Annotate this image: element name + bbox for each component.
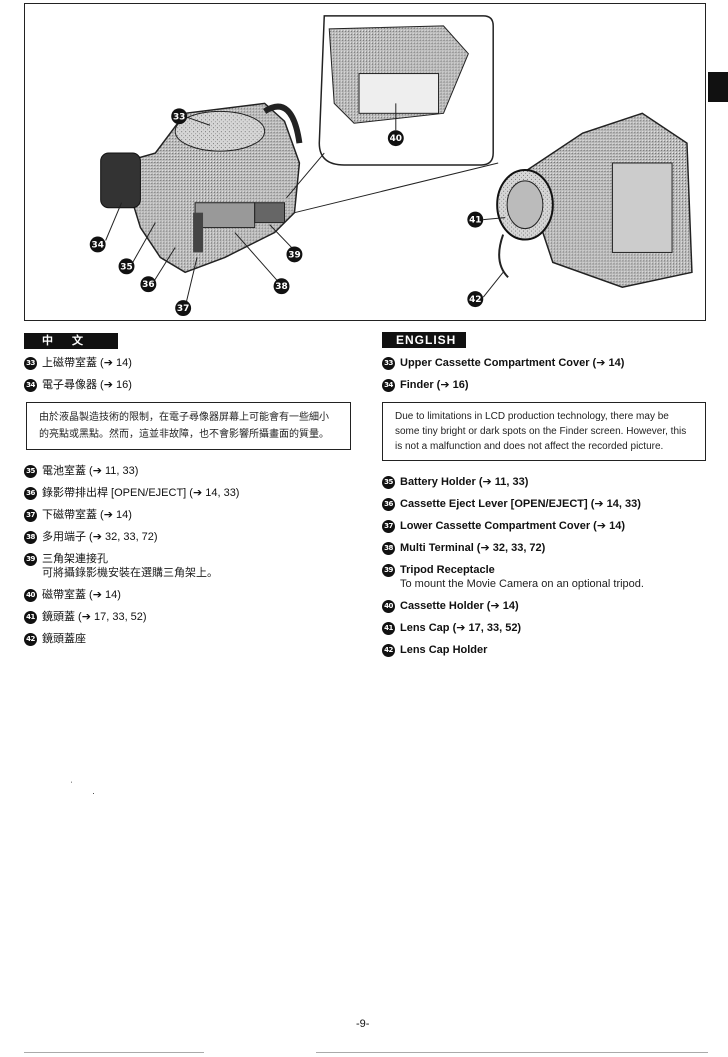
chinese-part-item: 33 上磁帶室蓋 (➔ 14) xyxy=(24,352,354,374)
callout-42: 42 xyxy=(467,291,484,308)
english-part-item: 39 Tripod Receptacle xyxy=(382,559,712,581)
svg-text:42: 42 xyxy=(469,295,481,305)
page-number: -9- xyxy=(356,1018,370,1030)
part-label: 三角架連接孔 xyxy=(42,553,108,565)
camera-illustration: 33 34 35 36 37 38 39 40 41 42 xyxy=(24,3,706,321)
callout-number-badge: 33 xyxy=(24,357,37,370)
part-label: 錄影帶排出桿 [OPEN/EJECT] (➔ 14, 33) xyxy=(42,487,240,499)
part-label: 上磁帶室蓋 (➔ 14) xyxy=(42,357,132,369)
chinese-part-item: 37 下磁帶室蓋 (➔ 14) xyxy=(24,504,354,526)
chinese-part-item: 36 錄影帶排出桿 [OPEN/EJECT] (➔ 14, 33) xyxy=(24,482,354,504)
english-part-item: 42 Lens Cap Holder xyxy=(382,639,712,661)
callout-number-badge: 39 xyxy=(382,564,395,577)
callout-number-badge: 38 xyxy=(24,531,37,544)
callout-39: 39 xyxy=(286,246,303,263)
callout-number-badge: 36 xyxy=(24,487,37,500)
english-part-item: 41 Lens Cap (➔ 17, 33, 52) xyxy=(382,617,712,639)
part-label: Lens Cap Holder xyxy=(400,644,488,656)
cassette-inset-drawing xyxy=(286,15,499,214)
section-tab xyxy=(708,72,728,102)
camcorder-front-drawing xyxy=(496,112,693,288)
chinese-column: 中 文 33 上磁帶室蓋 (➔ 14) 34 電子尋像器 (➔ 16) 由於液晶製造技… xyxy=(24,330,354,650)
stray-mark: · xyxy=(92,788,95,798)
callout-number-badge: 36 xyxy=(382,498,395,511)
callout-number-badge: 35 xyxy=(24,465,37,478)
callout-40: 40 xyxy=(387,130,404,147)
callout-number-badge: 42 xyxy=(382,644,395,657)
chinese-part-item: 42 鏡頭蓋座 xyxy=(24,628,354,650)
svg-text:36: 36 xyxy=(142,280,154,290)
callout-number-badge: 41 xyxy=(24,611,37,624)
part-label: Lens Cap (➔ 17, 33, 52) xyxy=(400,622,522,634)
callout-number-badge: 34 xyxy=(24,379,37,392)
callout-number-badge: 35 xyxy=(382,476,395,489)
english-part-item: 38 Multi Terminal (➔ 32, 33, 72) xyxy=(382,537,712,559)
callout-35: 35 xyxy=(118,258,135,275)
footer-rule-right xyxy=(316,1052,708,1053)
callout-number-badge: 38 xyxy=(382,542,395,555)
svg-text:39: 39 xyxy=(288,250,300,260)
svg-text:38: 38 xyxy=(275,282,287,292)
callout-38: 38 xyxy=(273,278,290,295)
callout-34: 34 xyxy=(89,236,106,253)
part-label: Upper Cassette Compartment Cover (➔ 14) xyxy=(400,357,625,369)
part-label: Cassette Eject Lever [OPEN/EJECT] (➔ 14,… xyxy=(400,498,641,510)
callout-number-badge: 42 xyxy=(24,633,37,646)
english-note: Due to limitations in LCD production tec… xyxy=(382,402,706,461)
part-label: Tripod Receptacle xyxy=(400,564,495,576)
chinese-part-item: 34 電子尋像器 (➔ 16) xyxy=(24,374,354,396)
callout-number-badge: 40 xyxy=(382,600,395,613)
english-part-item: 36 Cassette Eject Lever [OPEN/EJECT] (➔ 1… xyxy=(382,493,712,515)
english-part-item: 37 Lower Cassette Compartment Cover (➔ 14… xyxy=(382,515,712,537)
chinese-part-item: 41 鏡頭蓋 (➔ 17, 33, 52) xyxy=(24,606,354,628)
english-column: ENGLISH 33 Upper Cassette Compartment Cov… xyxy=(382,330,712,661)
svg-text:35: 35 xyxy=(120,262,132,272)
svg-text:33: 33 xyxy=(173,112,185,122)
chinese-part-item: 35 電池室蓋 (➔ 11, 33) xyxy=(24,460,354,482)
part-label: 鏡頭蓋 (➔ 17, 33, 52) xyxy=(42,611,147,623)
callout-41: 41 xyxy=(467,211,484,228)
part-label: 多用端子 (➔ 32, 33, 72) xyxy=(42,531,158,543)
callout-36: 36 xyxy=(140,276,157,293)
svg-text:37: 37 xyxy=(177,304,189,314)
part-label: Finder (➔ 16) xyxy=(400,379,469,391)
callout-number-badge: 34 xyxy=(382,379,395,392)
camcorder-main-drawing xyxy=(100,102,303,274)
part-label: Battery Holder (➔ 11, 33) xyxy=(400,476,529,488)
callout-number-badge: 33 xyxy=(382,357,395,370)
part-label: 鏡頭蓋座 xyxy=(42,633,86,645)
part-label: Lower Cassette Compartment Cover (➔ 14) xyxy=(400,520,625,532)
part-description: 可將攝錄影機安裝在選購三角架上。 xyxy=(42,567,218,579)
stray-mark: ˈ xyxy=(70,780,73,790)
part-label: Cassette Holder (➔ 14) xyxy=(400,600,519,612)
svg-text:34: 34 xyxy=(91,240,103,250)
part-label: 磁帶室蓋 (➔ 14) xyxy=(42,589,121,601)
callout-37: 37 xyxy=(175,300,192,317)
chinese-part-item: 40 磁帶室蓋 (➔ 14) xyxy=(24,584,354,606)
chinese-note: 由於液晶製造技術的限制，在電子尋像器屏幕上可能會有一些細小的亮點或黑點。然而，這… xyxy=(26,402,351,450)
callout-number-badge: 40 xyxy=(24,589,37,602)
callout-33: 33 xyxy=(171,108,188,125)
chinese-heading: 中 文 xyxy=(24,333,118,349)
callout-number-badge: 41 xyxy=(382,622,395,635)
part-label: 電池室蓋 (➔ 11, 33) xyxy=(42,465,139,477)
chinese-part-item: 39 三角架連接孔 xyxy=(24,548,354,570)
callout-number-badge: 39 xyxy=(24,553,37,566)
part-description: To mount the Movie Camera on an optional… xyxy=(400,578,644,590)
part-label: Multi Terminal (➔ 32, 33, 72) xyxy=(400,542,546,554)
part-label: 下磁帶室蓋 (➔ 14) xyxy=(42,509,132,521)
svg-text:41: 41 xyxy=(469,216,481,226)
english-part-item: 35 Battery Holder (➔ 11, 33) xyxy=(382,471,712,493)
chinese-part-item: 38 多用端子 (➔ 32, 33, 72) xyxy=(24,526,354,548)
svg-text:40: 40 xyxy=(390,134,402,144)
english-part-item: 40 Cassette Holder (➔ 14) xyxy=(382,595,712,617)
english-heading: ENGLISH xyxy=(382,332,467,348)
part-label: 電子尋像器 (➔ 16) xyxy=(42,379,132,391)
callout-number-badge: 37 xyxy=(382,520,395,533)
english-part-item: 34 Finder (➔ 16) xyxy=(382,374,712,396)
callout-number-badge: 37 xyxy=(24,509,37,522)
english-part-item: 33 Upper Cassette Compartment Cover (➔ 14… xyxy=(382,352,712,374)
footer-rule-left xyxy=(24,1052,204,1053)
